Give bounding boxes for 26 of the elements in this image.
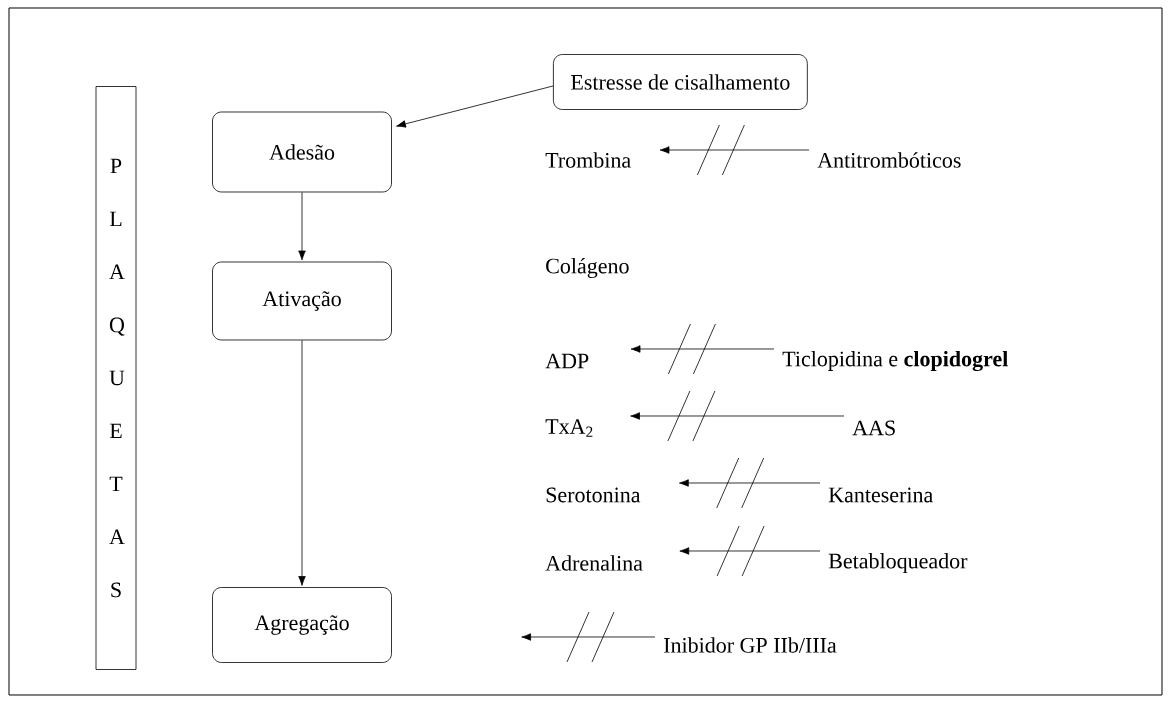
process-box: Adesão xyxy=(212,111,392,193)
text-label: Antitrombóticos xyxy=(817,152,961,168)
inhibition-arrow xyxy=(659,146,810,154)
arrow xyxy=(298,340,306,586)
text-label: AAS xyxy=(852,420,895,436)
text-label: Ticlopidina e clopidogrel xyxy=(782,350,1008,372)
text-label: Colágeno xyxy=(546,257,629,278)
text-label: Inibidor GP IIb/IIIa xyxy=(664,637,837,653)
text-label: TxA$_{2}$ xyxy=(545,419,593,437)
process-box: Agregação xyxy=(212,587,392,663)
text-label: Kanteserina xyxy=(828,487,933,503)
text-label: Adrenalina xyxy=(545,555,643,571)
process-box: Estresse de cisalhamento xyxy=(553,54,808,110)
process-box: Ativação xyxy=(212,261,392,341)
text-label: Betabloqueador xyxy=(828,553,968,573)
arrow xyxy=(396,85,554,128)
text-label: ADP xyxy=(545,353,589,369)
inhibition-arrow xyxy=(521,633,656,641)
arrow xyxy=(298,192,306,261)
inhibition-arrow xyxy=(679,479,821,487)
inhibition-arrow xyxy=(679,547,821,555)
text-label: Serotonina xyxy=(546,487,641,503)
text-label: Trombina xyxy=(545,152,631,168)
vertical-box: P L A Q U E T A S xyxy=(95,86,137,670)
inhibition-arrow xyxy=(630,412,845,420)
inhibition-arrow xyxy=(630,345,775,353)
